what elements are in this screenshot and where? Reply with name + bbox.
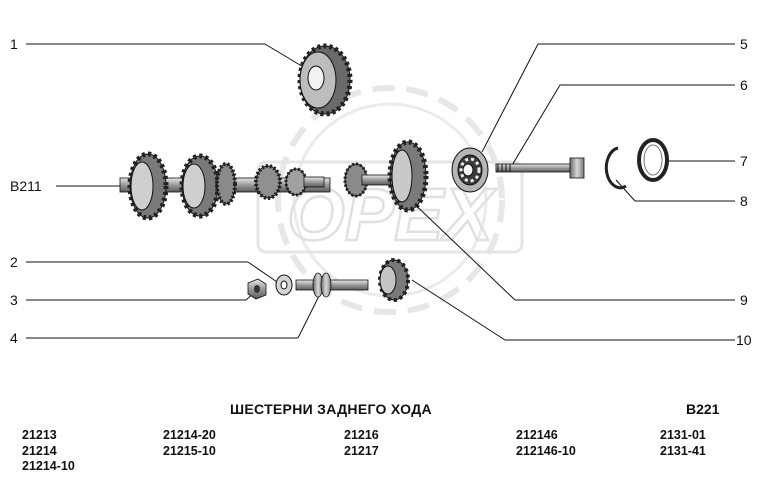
model-number: 21214-20 — [163, 428, 216, 442]
nut — [247, 278, 267, 300]
exploded-parts-diagram: OPEX — [10, 36, 752, 348]
model-number: 212146-10 — [516, 443, 576, 458]
callout-6: 6 — [740, 77, 748, 93]
diagram-code: B221 — [686, 401, 720, 417]
model-number: 21217 — [344, 443, 379, 458]
diagram-title: ШЕСТЕРНИ ЗАДНЕГО ХОДА — [230, 401, 432, 417]
spacer-ring — [637, 138, 669, 182]
callout-shaft: B211 — [10, 178, 42, 194]
callout-2: 2 — [10, 254, 18, 270]
model-number: 21215-10 — [163, 443, 216, 458]
callout-10: 10 — [736, 332, 752, 348]
callout-4: 4 — [10, 330, 18, 346]
callout-7: 7 — [740, 153, 748, 169]
callout-5: 5 — [740, 36, 748, 52]
reverse-small-gear — [378, 258, 410, 302]
model-number: 21213 — [22, 428, 57, 442]
model-number: 21216 — [344, 428, 379, 442]
intermediate-shaft-assembly — [119, 151, 331, 221]
callout-9: 9 — [740, 292, 748, 308]
reverse-gear-on-shaft — [343, 139, 429, 213]
applicable-models: 21213 21214 21214-10 21214-20 21215-10 2… — [0, 428, 760, 478]
callout-3: 3 — [10, 292, 18, 308]
model-number: 2131-41 — [660, 443, 706, 458]
model-column: 21213 21214 21214-10 — [22, 428, 75, 475]
model-number: 21214 — [22, 443, 57, 458]
model-column: 212146 212146-10 — [516, 428, 576, 459]
model-column: 21216 21217 — [344, 428, 379, 459]
model-column: 2131-01 2131-41 — [660, 428, 706, 459]
model-number: 2131-01 — [660, 428, 706, 442]
reverse-idler-gear — [297, 43, 353, 117]
callout-1: 1 — [10, 36, 18, 52]
washer — [275, 274, 293, 296]
model-number: 21214-10 — [22, 459, 75, 473]
model-column: 21214-20 21215-10 — [163, 428, 216, 459]
circlip — [604, 146, 627, 190]
ball-bearing — [451, 147, 489, 193]
bolt — [495, 157, 585, 179]
model-number: 212146 — [516, 428, 558, 442]
callout-8: 8 — [740, 193, 748, 209]
idler-axle — [295, 272, 369, 298]
